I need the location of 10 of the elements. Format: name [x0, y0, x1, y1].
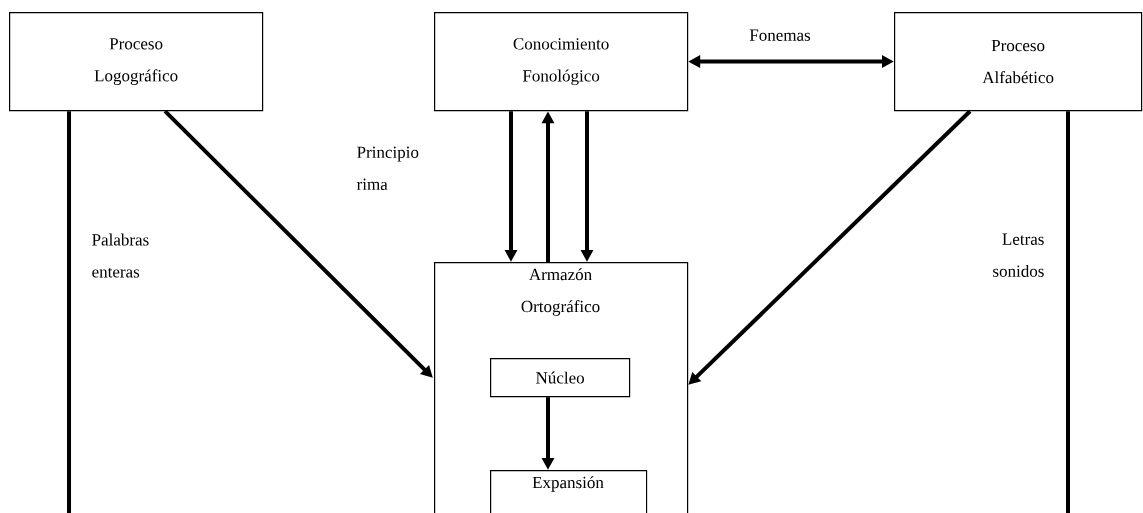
edge-label: Fonemas — [749, 29, 811, 41]
arrow — [163, 109, 433, 378]
process-box: Núcleo — [490, 358, 631, 398]
process-box: Expansión — [490, 470, 648, 513]
process-box: Proceso Logográfico — [9, 12, 264, 112]
text-label: Principio rima — [356, 146, 419, 190]
edge-label: Palabras enteras — [92, 233, 149, 278]
process-box: Proceso Alfabético — [894, 12, 1143, 112]
process-box: Conocimiento Fonológico — [434, 12, 689, 112]
edge-label: Letras sonidos — [993, 233, 1044, 277]
